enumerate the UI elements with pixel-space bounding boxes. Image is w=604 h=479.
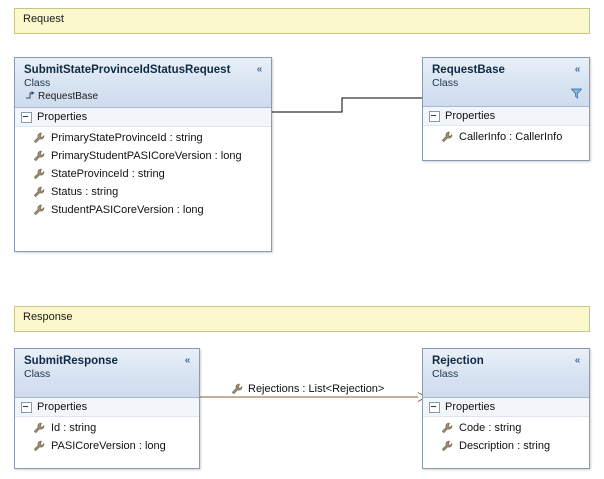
list-item[interactable]: PrimaryStateProvinceId : string bbox=[15, 129, 271, 147]
class-box-submit-response[interactable]: SubmitResponse Class « Properties Id : s… bbox=[14, 348, 200, 469]
compartment-label: Properties bbox=[445, 110, 496, 122]
member-list: CallerInfo : CallerInfo bbox=[423, 126, 589, 150]
list-item[interactable]: Status : string bbox=[15, 183, 271, 201]
wrench-icon bbox=[33, 168, 45, 180]
class-box-rejection[interactable]: Rejection Class « Properties Code : stri… bbox=[422, 348, 590, 469]
list-item[interactable]: PrimaryStudentPASICoreVersion : long bbox=[15, 147, 271, 165]
class-header: SubmitResponse Class « bbox=[15, 349, 199, 398]
compartment-properties[interactable]: Properties bbox=[15, 108, 271, 127]
member-list: Code : string Description : string bbox=[423, 417, 589, 459]
member-list: PrimaryStateProvinceId : string PrimaryS… bbox=[15, 127, 271, 223]
member-list: Id : string PASICoreVersion : long bbox=[15, 417, 199, 459]
list-item[interactable]: Description : string bbox=[423, 437, 589, 455]
list-item[interactable]: Id : string bbox=[15, 419, 199, 437]
group-label-response: Response bbox=[23, 311, 73, 323]
wrench-icon bbox=[33, 204, 45, 216]
compartment-label: Properties bbox=[37, 401, 88, 413]
class-stereotype: Class bbox=[24, 368, 51, 380]
expander-icon[interactable] bbox=[21, 401, 32, 413]
wrench-icon bbox=[33, 150, 45, 162]
class-header: Rejection Class « bbox=[423, 349, 589, 398]
group-label-request: Request bbox=[23, 13, 64, 25]
list-item-label: Code : string bbox=[459, 422, 522, 434]
class-box-request-base[interactable]: RequestBase Class « Properties CallerInf… bbox=[422, 57, 590, 161]
collapse-chevron-icon[interactable]: « bbox=[574, 64, 581, 75]
class-header: SubmitStateProvinceIdStatusRequest Class… bbox=[15, 58, 271, 108]
class-stereotype: Class bbox=[24, 77, 51, 89]
list-item-label: StateProvinceId : string bbox=[51, 168, 165, 180]
group-band-response[interactable]: Response bbox=[14, 306, 590, 332]
wrench-icon bbox=[441, 440, 453, 452]
list-item-label: PrimaryStateProvinceId : string bbox=[51, 132, 203, 144]
class-title: SubmitResponse bbox=[24, 355, 118, 367]
connector-request-to-requestbase bbox=[272, 97, 426, 113]
list-item-label: PASICoreVersion : long bbox=[51, 440, 166, 452]
wrench-icon bbox=[33, 440, 45, 452]
list-item[interactable]: PASICoreVersion : long bbox=[15, 437, 199, 455]
compartment-label: Properties bbox=[37, 111, 88, 123]
compartment-properties[interactable]: Properties bbox=[423, 107, 589, 126]
collapse-chevron-icon[interactable]: « bbox=[574, 355, 581, 366]
list-item-label: Id : string bbox=[51, 422, 97, 434]
association-label-rejections: Rejections : List<Rejection> bbox=[231, 383, 384, 395]
wrench-icon bbox=[441, 131, 453, 143]
group-band-request[interactable]: Request bbox=[14, 8, 590, 34]
list-item-label: Description : string bbox=[459, 440, 551, 452]
list-item-label: CallerInfo : CallerInfo bbox=[459, 131, 563, 143]
list-item[interactable]: Code : string bbox=[423, 419, 589, 437]
list-item[interactable]: StateProvinceId : string bbox=[15, 165, 271, 183]
collapse-chevron-icon[interactable]: « bbox=[184, 355, 191, 366]
list-item[interactable]: CallerInfo : CallerInfo bbox=[423, 128, 589, 146]
list-item[interactable]: StudentPASICoreVersion : long bbox=[15, 201, 271, 219]
wrench-icon bbox=[441, 422, 453, 434]
class-title: RequestBase bbox=[432, 64, 505, 76]
class-box-submit-state-province-id-status-request[interactable]: SubmitStateProvinceIdStatusRequest Class… bbox=[14, 57, 272, 252]
class-title: SubmitStateProvinceIdStatusRequest bbox=[24, 64, 231, 76]
funnel-icon[interactable] bbox=[571, 88, 582, 99]
list-item-label: PrimaryStudentPASICoreVersion : long bbox=[51, 150, 242, 162]
compartment-properties[interactable]: Properties bbox=[15, 398, 199, 417]
wrench-icon bbox=[231, 383, 243, 395]
wrench-icon bbox=[33, 422, 45, 434]
wrench-icon bbox=[33, 186, 45, 198]
list-item-label: StudentPASICoreVersion : long bbox=[51, 204, 204, 216]
class-stereotype: Class bbox=[432, 77, 459, 89]
collapse-chevron-icon[interactable]: « bbox=[256, 64, 263, 75]
class-base-reference: RequestBase bbox=[24, 90, 263, 103]
class-stereotype: Class bbox=[432, 368, 459, 380]
compartment-label: Properties bbox=[445, 401, 496, 413]
wrench-icon bbox=[33, 132, 45, 144]
expander-icon[interactable] bbox=[429, 110, 440, 122]
expander-icon[interactable] bbox=[21, 111, 32, 123]
expander-icon[interactable] bbox=[429, 401, 440, 413]
class-header: RequestBase Class « bbox=[423, 58, 589, 107]
list-item-label: Status : string bbox=[51, 186, 119, 198]
class-title: Rejection bbox=[432, 355, 484, 367]
arrow-up-right-icon bbox=[26, 91, 35, 99]
association-label-text: Rejections : List<Rejection> bbox=[248, 383, 385, 395]
compartment-properties[interactable]: Properties bbox=[423, 398, 589, 417]
